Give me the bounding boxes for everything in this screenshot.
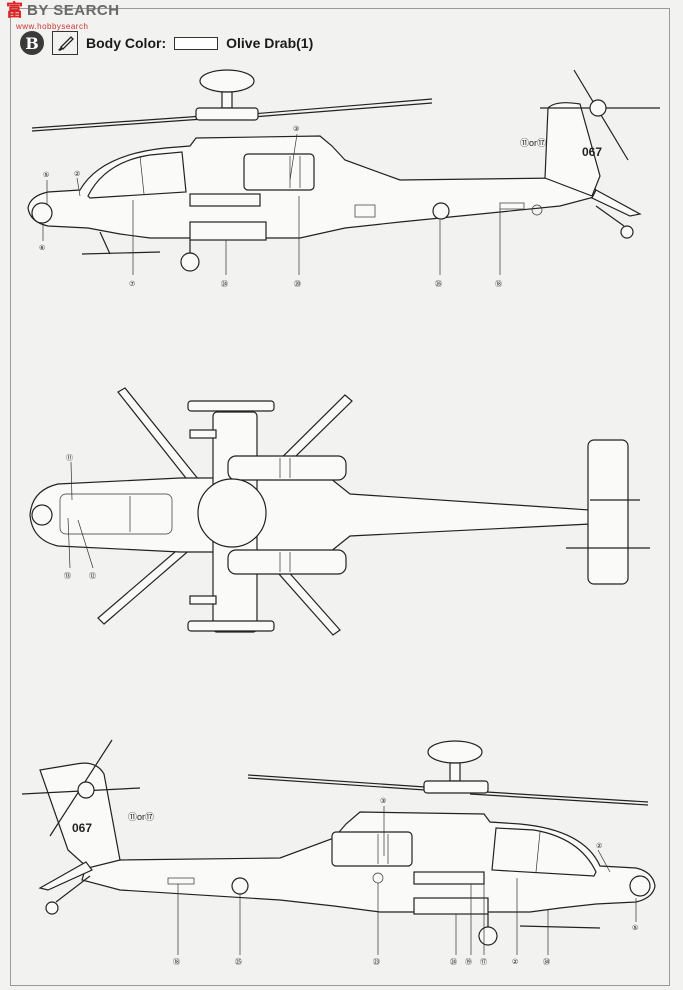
paint-instruction-header: B Body Color: Olive Drab(1) bbox=[20, 30, 313, 56]
stub-wing-b bbox=[413, 871, 485, 885]
rotor-hub-b bbox=[423, 780, 489, 794]
color-name: Olive Drab(1) bbox=[226, 35, 314, 51]
callout-part-5: ⑤ bbox=[43, 171, 49, 179]
callout-part-20: ⑳ bbox=[294, 280, 301, 288]
engine-nacelle-right bbox=[227, 549, 347, 575]
main-landing-wheel bbox=[180, 252, 200, 272]
callout-part-11: ⑪ bbox=[66, 454, 73, 462]
horizontal-stabilizer bbox=[591, 189, 642, 217]
canopy bbox=[87, 151, 187, 199]
callout-part-17: ⑰ bbox=[480, 958, 487, 966]
rocket-pod-b bbox=[413, 897, 489, 915]
canopy-b bbox=[491, 827, 597, 877]
rotor-mast bbox=[221, 91, 233, 109]
rocket-pod bbox=[189, 221, 267, 241]
horizontal-stabilizer-top bbox=[587, 439, 629, 585]
callout-part-18: ⑱ bbox=[495, 280, 502, 288]
tail-number-b: 067 bbox=[72, 821, 92, 835]
hobbysearch-watermark: 富 BY SEARCH www.hobbysearch bbox=[6, 1, 120, 32]
tail-wheel bbox=[620, 225, 634, 239]
callout-part-2-b: ② bbox=[596, 842, 602, 850]
callout-part-3: ③ bbox=[293, 125, 299, 133]
insignia-marking bbox=[432, 202, 450, 220]
callout-part-26: ㉖ bbox=[435, 280, 442, 288]
engine-nacelle-left bbox=[227, 455, 347, 481]
access-panel bbox=[354, 204, 376, 218]
callout-part-34: ㉞ bbox=[543, 958, 550, 966]
tail-rotor-hub-b bbox=[77, 781, 95, 799]
step-badge: B bbox=[20, 31, 44, 55]
main-landing-wheel-b bbox=[478, 926, 498, 946]
nose-sensor-top bbox=[31, 504, 53, 526]
rotor-hub-top bbox=[197, 478, 267, 548]
tail-wheel-b bbox=[45, 901, 59, 915]
vertical-tail-b bbox=[39, 762, 121, 869]
nose-sensor-turret-b bbox=[629, 875, 651, 897]
main-rotor-blade-right bbox=[251, 98, 433, 115]
callout-part-25: ㉕ bbox=[235, 958, 242, 966]
callout-part-24: ㉔ bbox=[221, 280, 228, 288]
callout-part-2: ② bbox=[74, 170, 80, 178]
callout-part-2-c: ② bbox=[512, 958, 518, 966]
engine-nacelle bbox=[243, 153, 315, 191]
vertical-tail bbox=[544, 102, 601, 197]
callout-part-13: ⑬ bbox=[64, 572, 71, 580]
callout-part-3-b: ③ bbox=[380, 797, 386, 805]
helicopter-side-view-right: 067 ⑪or⑰ ③ ② ⑤ ⑱ ㉕ ㉓ ㉔ ⑲ ⑰ ② ㉞ bbox=[21, 739, 656, 966]
main-rotor-blade-right-b bbox=[469, 790, 649, 803]
chin-gun bbox=[81, 251, 161, 255]
callout-part-18-b: ⑱ bbox=[173, 958, 180, 966]
insignia-marking-b bbox=[231, 877, 249, 895]
callout-part-19: ⑲ bbox=[465, 958, 472, 966]
tail-rotor-hub bbox=[589, 99, 607, 117]
helicopter-side-view-left: 067 ⑪or⑰ ⑤ ② ⑥ ③ ⑦ ㉔ ⑳ ㉖ ⑱ bbox=[27, 69, 660, 288]
chin-gun-b bbox=[519, 925, 601, 929]
stub-wing bbox=[189, 193, 261, 207]
callout-part-12: ⑫ bbox=[89, 572, 96, 580]
engine-nacelle-b bbox=[331, 831, 413, 867]
cockpit-top bbox=[59, 493, 173, 535]
main-rotor-blade-left-b bbox=[247, 774, 441, 789]
callout-part-23: ㉓ bbox=[373, 958, 380, 966]
callout-part-7: ⑦ bbox=[129, 280, 135, 288]
tail-number: 067 bbox=[582, 145, 602, 159]
mast-radar-dome bbox=[199, 69, 255, 93]
body-color-label: Body Color: bbox=[86, 35, 167, 51]
nose-sensor-turret bbox=[31, 202, 53, 224]
decal-or-label-b: ⑪or⑰ bbox=[128, 812, 154, 822]
fuselage-top bbox=[29, 477, 591, 553]
watermark-text: BY SEARCH bbox=[27, 2, 120, 19]
paintbrush-icon bbox=[52, 31, 78, 55]
page-frame bbox=[10, 8, 670, 986]
rotor-hub bbox=[195, 107, 259, 121]
watermark-logo: 富 bbox=[6, 1, 24, 20]
decal-or-label: ⑪or⑰ bbox=[520, 138, 546, 148]
callout-part-6: ⑥ bbox=[39, 244, 45, 252]
helicopter-top-view: ⑪ ⑬ ⑫ bbox=[29, 387, 650, 636]
callout-part-24-b: ㉔ bbox=[450, 958, 457, 966]
watermark-subtext: www.hobbysearch bbox=[16, 22, 89, 31]
color-swatch bbox=[174, 36, 219, 50]
mast-radar-dome-b bbox=[427, 740, 483, 764]
horizontal-stabilizer-b bbox=[38, 861, 93, 891]
callout-part-5-b: ⑤ bbox=[632, 924, 638, 932]
